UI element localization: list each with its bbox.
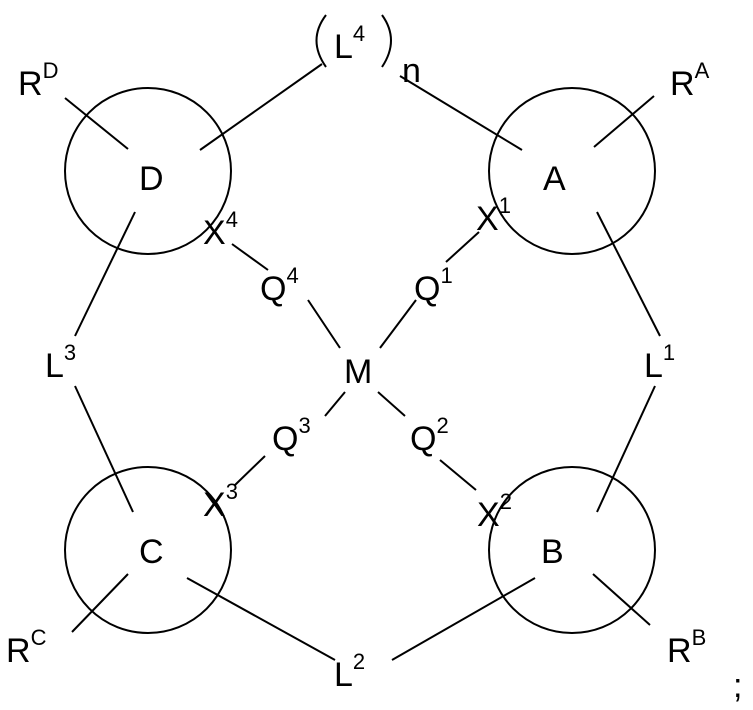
ring-a — [489, 88, 655, 254]
bond-ra-a — [594, 96, 654, 147]
bridge-q4-base: Q — [260, 270, 286, 308]
linker-l1-sup: 1 — [663, 340, 675, 365]
bond-d-l3 — [75, 212, 135, 336]
bond-l2-b — [392, 578, 535, 660]
donor-x3-base: X — [203, 486, 226, 524]
substituent-ra: RA — [670, 58, 710, 103]
bond-x1-q1 — [446, 232, 479, 262]
linker-l4: L4 — [334, 21, 365, 66]
bridge-q4-sup: 4 — [286, 263, 298, 288]
bond-q4-m — [308, 300, 340, 348]
substituent-ra-sup: A — [695, 58, 710, 83]
bridge-q1-base: Q — [414, 270, 440, 308]
bridge-q3: Q3 — [272, 413, 311, 458]
linker-l4-sup: 4 — [353, 21, 365, 46]
linker-l4-subscript: n — [402, 52, 421, 90]
substituent-rc-sup: C — [31, 625, 47, 650]
substituent-rb-sup: B — [692, 625, 707, 650]
linker-l3-sup: 3 — [64, 340, 76, 365]
linker-l2-base: L — [334, 656, 353, 694]
bond-x3-q3 — [235, 456, 265, 485]
linker-l4-base: L — [334, 28, 353, 66]
donor-x1: X1 — [476, 193, 511, 238]
ring-c-label: C — [139, 533, 164, 571]
bond-q3-m — [325, 392, 345, 416]
bridge-q1: Q1 — [414, 263, 453, 308]
donor-x4-sup: 4 — [226, 207, 238, 232]
ring-b-label: B — [541, 533, 564, 571]
linker-l1: L1 — [644, 340, 675, 385]
bridge-q3-sup: 3 — [298, 413, 310, 438]
l4-close-paren — [382, 15, 391, 67]
donor-x2-sup: 2 — [500, 489, 512, 514]
bond-d-l4 — [200, 64, 322, 150]
trailing-semicolon: ; — [733, 667, 742, 705]
substituent-rd: RD — [18, 58, 58, 103]
donor-x3: X3 — [203, 479, 238, 524]
linker-l2: L2 — [334, 649, 365, 694]
bond-l3-c — [75, 386, 133, 512]
bond-q1-m — [380, 300, 416, 348]
bond-x2-q2 — [440, 460, 476, 490]
l4-open-paren — [317, 15, 327, 67]
linker-l1-base: L — [644, 347, 663, 385]
substituent-rc-base: R — [6, 632, 31, 670]
substituent-ra-base: R — [670, 65, 695, 103]
bond-x4-q4 — [232, 244, 268, 270]
substituent-rb-base: R — [667, 632, 692, 670]
ring-d-label: D — [139, 160, 164, 198]
linker-l3-base: L — [45, 347, 64, 385]
bridge-q2-base: Q — [410, 420, 436, 458]
donor-x3-sup: 3 — [226, 479, 238, 504]
bond-c-l2 — [187, 578, 335, 660]
linker-l2-sup: 2 — [353, 649, 365, 674]
bond-rc-c — [72, 574, 128, 632]
ring-a-label: A — [543, 160, 566, 198]
donor-x2-base: X — [477, 496, 500, 534]
bridge-q1-sup: 1 — [440, 263, 452, 288]
donor-x2: X2 — [477, 489, 512, 534]
metal-center-label: M — [344, 353, 372, 391]
bridge-q3-base: Q — [272, 420, 298, 458]
bridge-q2: Q2 — [410, 413, 449, 458]
donor-x1-base: X — [476, 200, 499, 238]
bridge-q4: Q4 — [260, 263, 299, 308]
substituent-rc: RC — [6, 625, 47, 670]
bond-l1-b — [597, 386, 655, 512]
substituent-rd-sup: D — [43, 58, 59, 83]
linker-l3: L3 — [45, 340, 76, 385]
substituent-rd-base: R — [18, 65, 43, 103]
bridge-q2-sup: 2 — [436, 413, 448, 438]
bond-q2-m — [378, 392, 405, 416]
donor-x1-sup: 1 — [499, 193, 511, 218]
substituent-rb: RB — [667, 625, 706, 670]
donor-x4-base: X — [203, 214, 226, 252]
